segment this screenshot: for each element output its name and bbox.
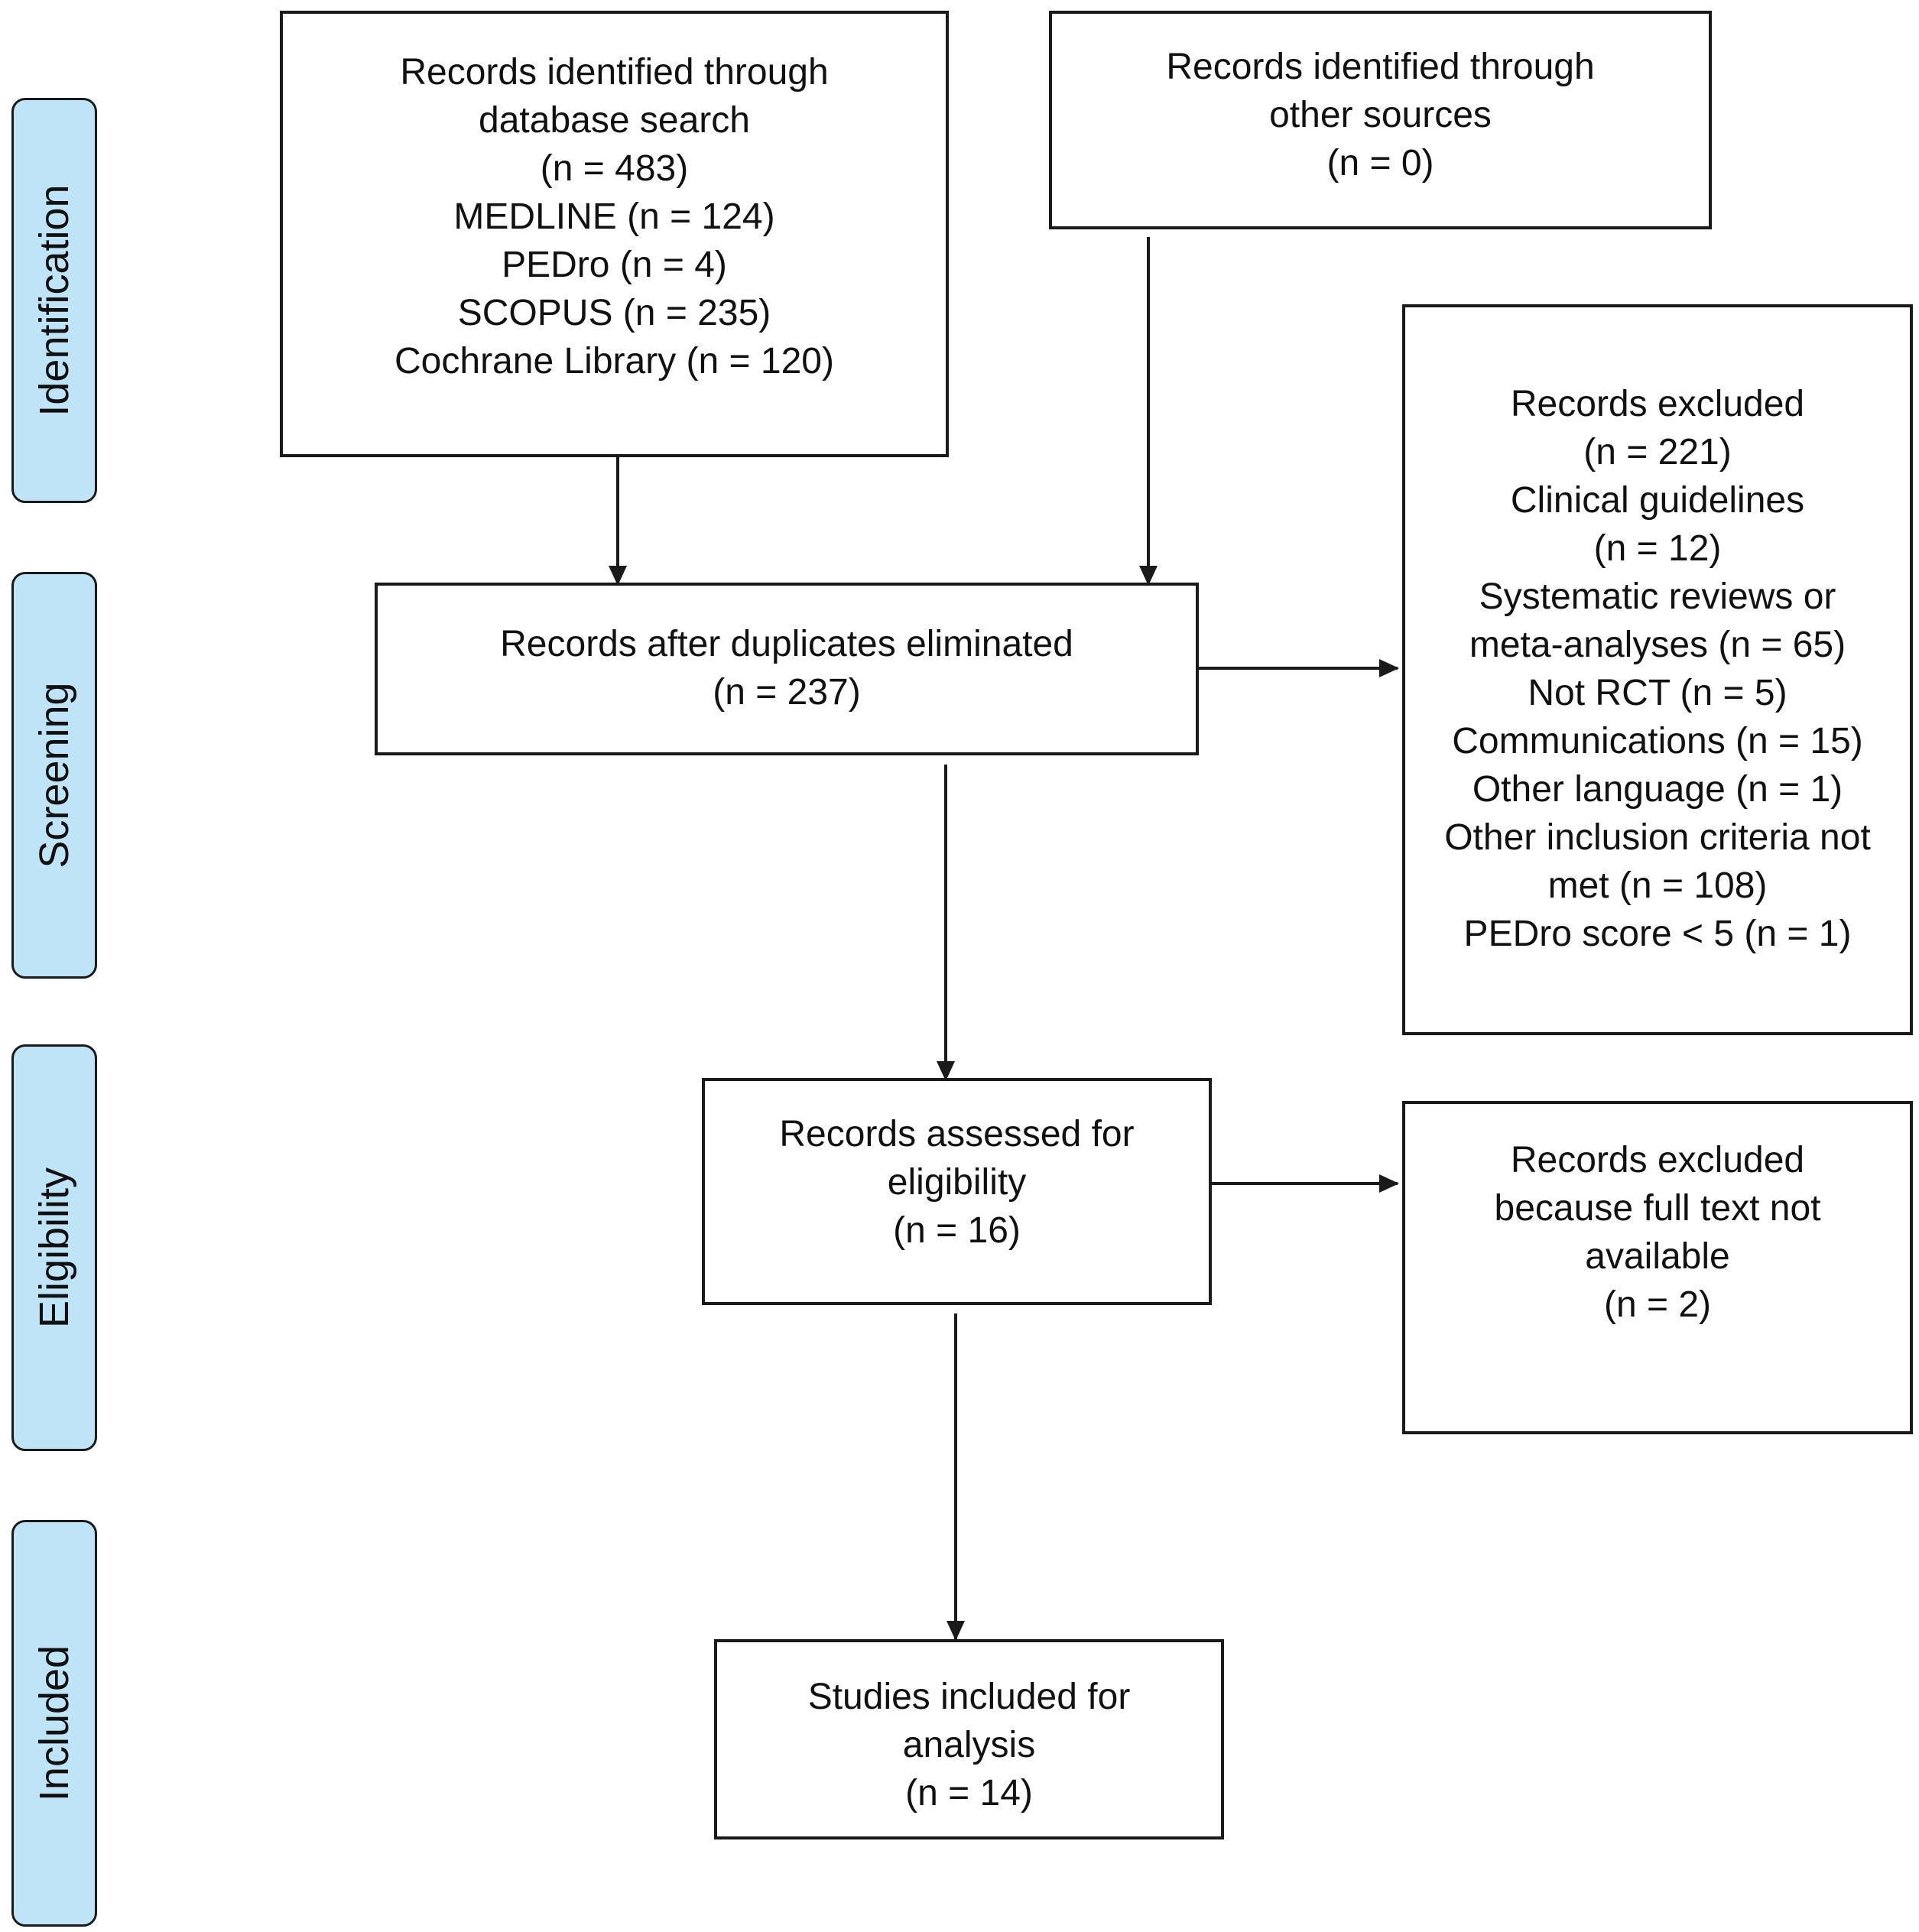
box-studies-included-line: analysis xyxy=(902,1725,1036,1765)
box-database-search-line: (n = 483) xyxy=(540,148,689,189)
stage-identification: Identification xyxy=(11,98,97,503)
box-database-search-line: PEDro (n = 4) xyxy=(502,245,727,285)
box-excluded-screening-line: Other inclusion criteria not xyxy=(1444,817,1871,858)
arrowhead-other-to-duplicates xyxy=(1139,566,1158,586)
box-excluded-screening-line: meta-analyses (n = 65) xyxy=(1469,625,1846,665)
box-other-sources: Records identified through other sources… xyxy=(1049,11,1712,229)
box-excluded-fulltext-line: (n = 2) xyxy=(1603,1284,1712,1325)
arrowhead-assessed-to-excluded xyxy=(1379,1174,1399,1193)
box-database-search-line: Cochrane Library (n = 120) xyxy=(395,341,834,382)
stage-screening: Screening xyxy=(11,572,97,979)
arrowhead-duplicates-to-assessed xyxy=(937,1061,955,1081)
box-other-sources-line: other sources xyxy=(1269,95,1492,135)
box-database-search-line: Records identified through xyxy=(400,52,829,93)
box-after-duplicates: Records after duplicates eliminated (n =… xyxy=(375,583,1199,755)
stage-eligibility: Eligibility xyxy=(11,1044,97,1451)
box-excluded-screening-line: PEDro score < 5 (n = 1) xyxy=(1463,914,1852,954)
box-excluded-fulltext-line: because full text not xyxy=(1494,1188,1821,1229)
box-excluded-screening-line: Communications (n = 15) xyxy=(1452,721,1863,761)
box-excluded-screening-line: Systematic reviews or xyxy=(1479,576,1836,617)
box-excluded-fulltext-line: available xyxy=(1585,1236,1730,1277)
box-excluded-screening-line: (n = 221) xyxy=(1583,432,1732,472)
box-excluded-screening: Records excluded (n = 221) Clinical guid… xyxy=(1402,304,1913,1035)
arrowhead-duplicates-to-excluded xyxy=(1379,659,1399,677)
box-studies-included-line: Studies included for xyxy=(807,1677,1131,1717)
box-excluded-screening-line: Clinical guidelines xyxy=(1510,480,1805,521)
box-excluded-screening-line: met (n = 108) xyxy=(1547,865,1768,906)
box-assessed-eligibility: Records assessed for eligibility (n = 16… xyxy=(702,1078,1212,1305)
box-excluded-screening-line: Records excluded xyxy=(1510,384,1805,424)
box-excluded-screening-line: (n = 12) xyxy=(1593,528,1722,569)
box-database-search: Records identified through database sear… xyxy=(280,11,949,457)
arrowhead-database-to-duplicates xyxy=(609,566,627,586)
box-studies-included: Studies included for analysis (n = 14) xyxy=(714,1639,1224,1839)
box-assessed-eligibility-line: eligibility xyxy=(887,1162,1027,1203)
box-assessed-eligibility-line: Records assessed for xyxy=(779,1114,1135,1154)
box-excluded-screening-line: Not RCT (n = 5) xyxy=(1528,673,1787,713)
box-studies-included-line: (n = 14) xyxy=(905,1773,1033,1813)
box-assessed-eligibility-line: (n = 16) xyxy=(893,1210,1021,1251)
box-database-search-line: database search xyxy=(479,100,750,141)
box-other-sources-line: Records identified through xyxy=(1166,47,1595,87)
box-database-search-line: MEDLINE (n = 124) xyxy=(453,196,775,237)
arrowhead-assessed-to-included xyxy=(947,1621,965,1641)
box-excluded-screening-line: Other language (n = 1) xyxy=(1472,769,1843,810)
box-excluded-fulltext: Records excluded because full text not a… xyxy=(1402,1101,1913,1434)
box-after-duplicates-line: (n = 237) xyxy=(713,672,861,713)
box-other-sources-line: (n = 0) xyxy=(1326,143,1434,183)
box-after-duplicates-line: Records after duplicates eliminated xyxy=(500,624,1073,664)
box-excluded-fulltext-line: Records excluded xyxy=(1510,1140,1805,1180)
box-database-search-line: SCOPUS (n = 235) xyxy=(457,293,771,333)
stage-included: Included xyxy=(11,1520,97,1927)
